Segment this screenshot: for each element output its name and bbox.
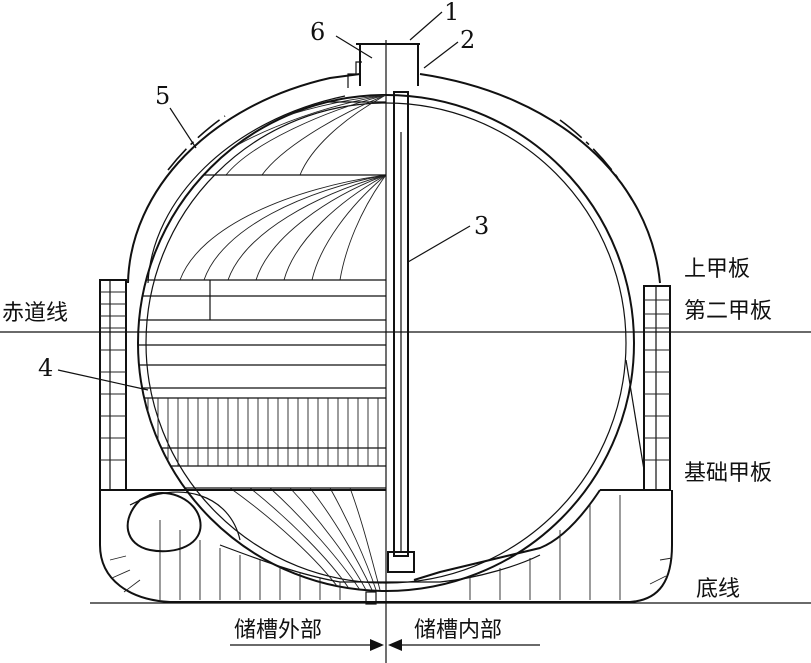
label-upper-deck: 上甲板 [684,257,750,282]
leader-1 [409,11,443,41]
label-6: 6 [310,18,325,46]
leader-3 [407,225,471,263]
leader-4 [57,369,149,391]
label-4: 4 [38,354,53,382]
foundation-cavity [126,492,202,553]
outer-cover-dashed-right [559,119,633,201]
label-tank-inside: 储槽内部 [414,618,502,643]
leader-2 [423,41,459,69]
outer-cover-dashed-left [167,115,226,171]
pump-tower [393,91,409,557]
leader-5 [169,107,197,149]
bottom-saddle [219,544,541,583]
label-foundation-deck: 基础甲板 [684,461,772,486]
label-2: 2 [460,26,475,54]
cavity-ring [129,491,241,541]
top-nozzle-step [347,61,362,88]
insulation-panels [138,95,386,591]
foundation-deck-right [413,489,644,581]
pump-base [387,551,415,573]
outer-cover-dome-inner [147,95,346,284]
label-1: 1 [444,0,459,26]
drain-block [365,591,377,605]
ring-bands [138,101,386,489]
label-tank-outside: 储槽外部 [234,618,322,643]
outer-cover-dome [127,73,661,284]
inside-arrowhead [388,639,402,651]
outside-arrowhead [370,639,384,651]
foundation-hatching [109,495,673,600]
label-equator-line: 赤道线 [2,301,68,326]
left-skirt-wall [99,279,127,491]
right-skirt-wall [625,285,671,491]
vertical-slats [147,398,379,466]
label-base-line: 底线 [696,577,740,602]
label-3: 3 [474,212,489,240]
foundation-hull [99,490,673,603]
upper-meridians [169,95,386,281]
label-5: 5 [155,82,170,110]
leader-6 [335,35,373,59]
lower-meridians [229,487,381,591]
top-nozzle [359,43,419,86]
label-second-deck: 第二甲板 [684,299,772,324]
